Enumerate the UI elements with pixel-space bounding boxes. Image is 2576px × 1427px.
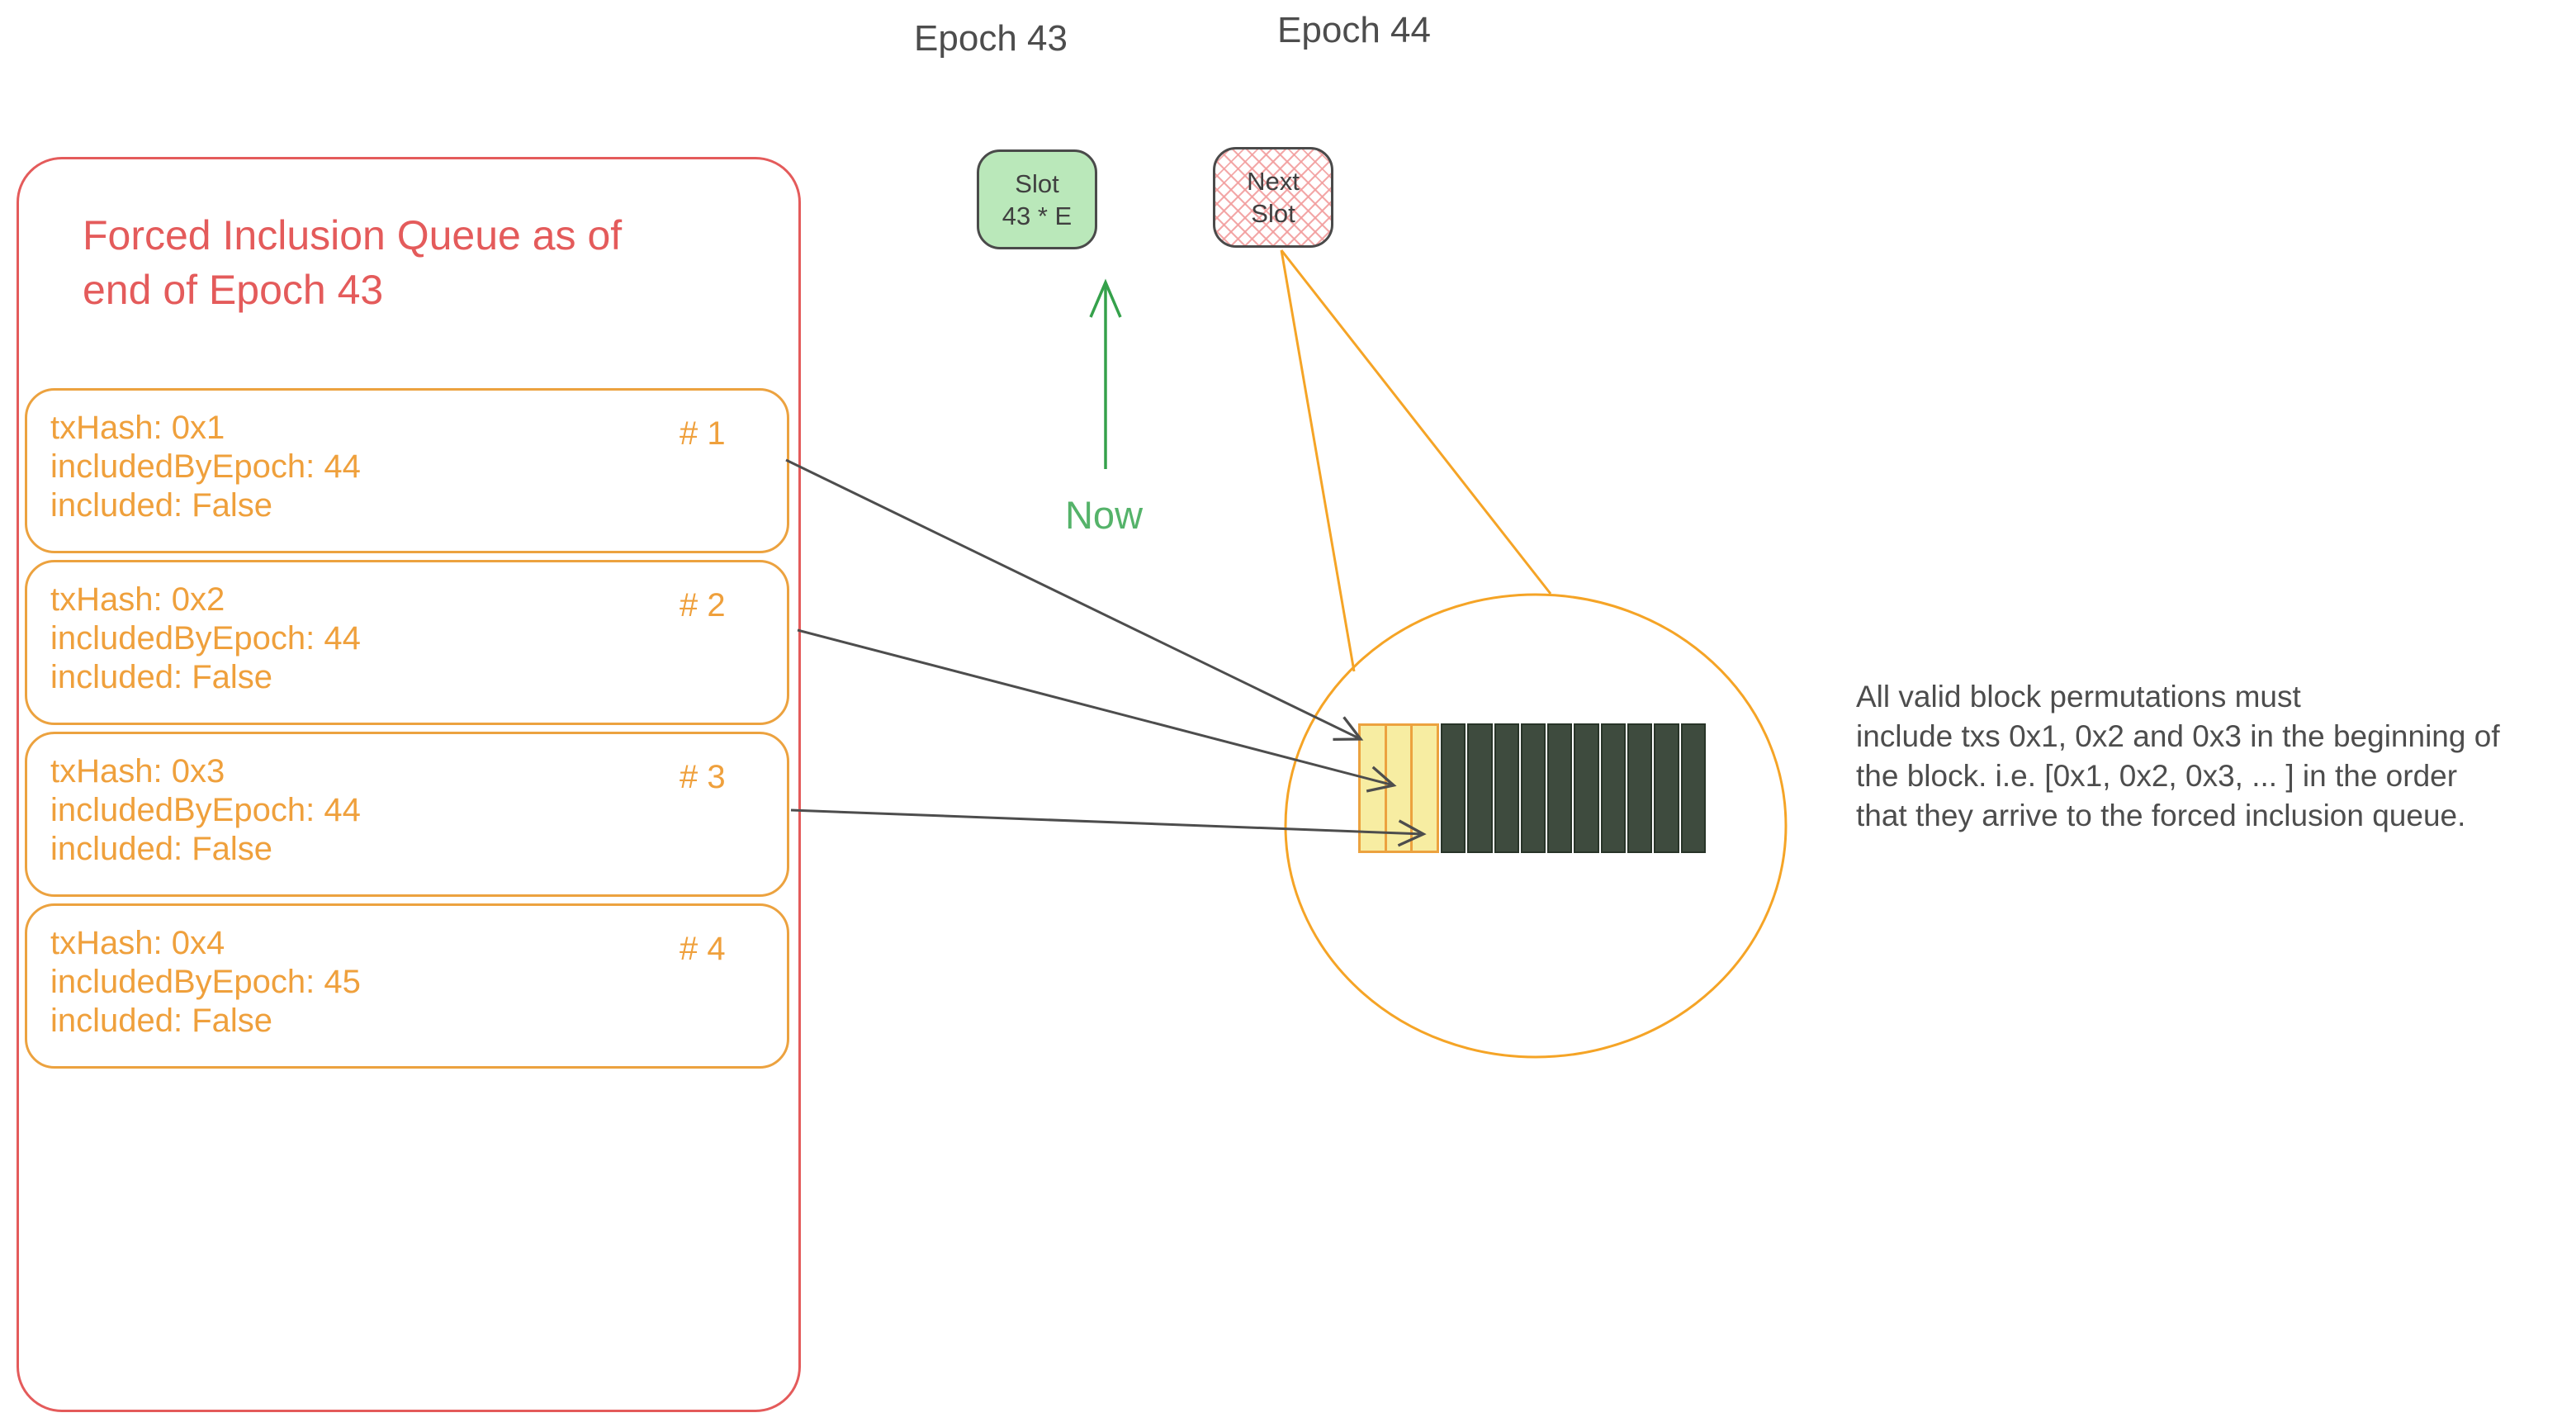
block-bar <box>1358 723 1706 853</box>
queue-to-block-arrow-3 <box>790 808 1427 847</box>
included-by-epoch: includedByEpoch: 44 <box>50 448 361 485</box>
forced-inclusion-slots <box>1358 723 1439 853</box>
included-by-epoch: includedByEpoch: 45 <box>50 964 361 1000</box>
queue-entry-4-text: txHash: 0x4 includedByEpoch: 45 included… <box>50 924 361 1041</box>
tx-hash: txHash: 0x1 <box>50 410 225 446</box>
included-flag: included: False <box>50 659 273 695</box>
queue-entry-3: txHash: 0x3 includedByEpoch: 44 included… <box>25 732 789 897</box>
included-flag: included: False <box>50 831 273 867</box>
block-segment-dark <box>1467 723 1493 853</box>
block-segment-forced <box>1410 726 1437 851</box>
queue-entry-4-index: # 4 <box>680 931 726 967</box>
epoch-44-label: Epoch 44 <box>1277 10 1431 50</box>
queue-title-line-2: end of Epoch 43 <box>83 267 384 313</box>
note-line-4: that they arrive to the forced inclusion… <box>1856 799 2466 832</box>
block-segment-dark <box>1627 723 1653 853</box>
queue-entry-3-text: txHash: 0x3 includedByEpoch: 44 included… <box>50 752 361 869</box>
block-segment-dark <box>1600 723 1627 853</box>
block-segment-dark <box>1574 723 1599 853</box>
queue-entry-2-text: txHash: 0x2 includedByEpoch: 44 included… <box>50 581 361 697</box>
queue-entry-1: txHash: 0x1 includedByEpoch: 44 included… <box>25 388 789 553</box>
next-slot-line-1: Next <box>1247 167 1300 196</box>
queue-entry-2-index: # 2 <box>680 587 726 623</box>
queue-entry-3-index: # 3 <box>680 759 726 795</box>
note-line-3: the block. i.e. [0x1, 0x2, 0x3, ... ] in… <box>1856 759 2458 793</box>
note-text: All valid block permutations must includ… <box>1856 677 2500 836</box>
included-by-epoch: includedByEpoch: 44 <box>50 620 361 657</box>
slot-43e-box: Slot 43 * E <box>977 149 1097 249</box>
block-segment-dark <box>1680 723 1706 853</box>
block-segment-dark <box>1441 723 1466 853</box>
tx-hash: txHash: 0x4 <box>50 925 225 961</box>
note-line-2: include txs 0x1, 0x2 and 0x3 in the begi… <box>1856 719 2500 753</box>
queue-entry-1-text: txHash: 0x1 includedByEpoch: 44 included… <box>50 409 361 525</box>
block-segment-forced <box>1361 726 1385 851</box>
block-segment-dark <box>1654 723 1679 853</box>
block-remaining-slots <box>1439 723 1706 853</box>
queue-title: Forced Inclusion Queue as of end of Epoc… <box>83 208 760 317</box>
queue-entry-1-index: # 1 <box>680 415 726 452</box>
now-label: Now <box>1064 493 1144 537</box>
included-by-epoch: includedByEpoch: 44 <box>50 792 361 828</box>
slot-43e-line-1: Slot <box>1015 168 1059 198</box>
block-segment-forced <box>1384 726 1411 851</box>
queue-entry-2: txHash: 0x2 includedByEpoch: 44 included… <box>25 560 789 725</box>
next-slot-line-2: Slot <box>1251 199 1295 228</box>
tx-hash: txHash: 0x3 <box>50 753 225 789</box>
zoom-indicator-lines <box>1280 249 1552 672</box>
included-flag: included: False <box>50 487 273 524</box>
note-line-1: All valid block permutations must <box>1856 680 2301 714</box>
block-segment-dark <box>1520 723 1546 853</box>
slot-43e-line-2: 43 * E <box>1002 201 1073 230</box>
queue-title-line-1: Forced Inclusion Queue as of <box>83 212 623 258</box>
queue-entry-4: txHash: 0x4 includedByEpoch: 45 included… <box>25 903 789 1069</box>
included-flag: included: False <box>50 1003 273 1039</box>
epoch-43-label: Epoch 43 <box>914 18 1068 59</box>
block-segment-dark <box>1547 723 1573 853</box>
tx-hash: txHash: 0x2 <box>50 581 225 618</box>
now-arrow <box>1089 278 1122 469</box>
queue-to-block-arrow-2 <box>797 628 1397 793</box>
next-slot-box: Next Slot <box>1213 147 1333 248</box>
block-segment-dark <box>1494 723 1519 853</box>
